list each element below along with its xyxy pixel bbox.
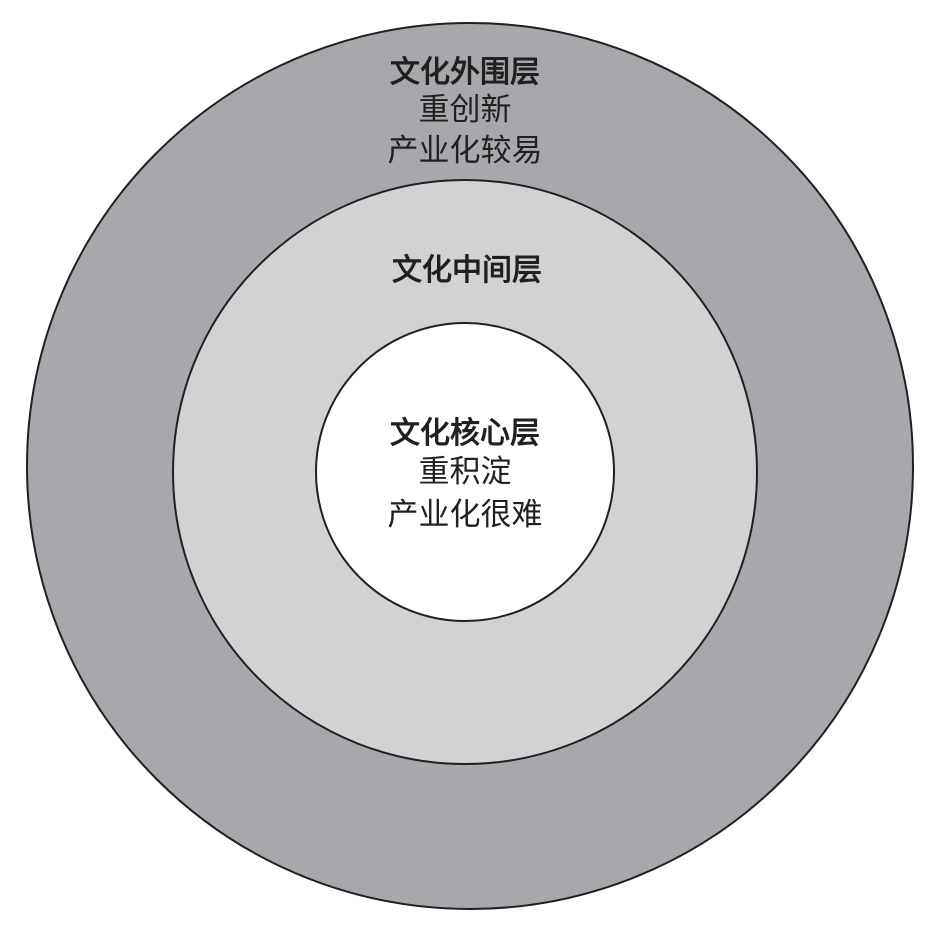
outer-layer-line2: 产业化较易 (388, 133, 543, 169)
core-layer-line2: 产业化很难 (388, 497, 543, 533)
middle-layer-title: 文化中间层 (392, 253, 542, 288)
core-layer-line1: 重积淀 (419, 454, 512, 490)
core-layer-title: 文化核心层 (390, 416, 540, 451)
outer-layer-title: 文化外围层 (390, 55, 540, 90)
core-layer-ring (315, 322, 615, 622)
outer-layer-line1: 重创新 (419, 92, 512, 128)
